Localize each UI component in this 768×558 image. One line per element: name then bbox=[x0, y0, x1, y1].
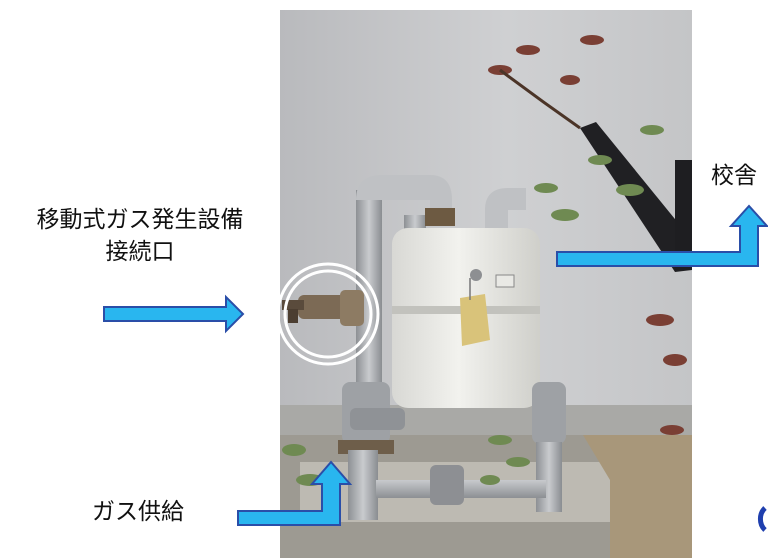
building-arrow bbox=[556, 204, 768, 267]
connection-label: 移動式ガス発生設備 接続口 bbox=[0, 204, 280, 268]
meter-display bbox=[495, 274, 515, 288]
gas-supply-label: ガス供給 bbox=[92, 499, 184, 525]
meter-tag bbox=[460, 294, 490, 346]
dark-pole bbox=[675, 160, 692, 270]
gas-meter-photo bbox=[280, 10, 692, 558]
connection-arrow bbox=[103, 294, 245, 334]
corner-mark bbox=[757, 506, 767, 532]
lower-right-fitting bbox=[532, 382, 566, 444]
gravel bbox=[580, 430, 692, 558]
tree-leaves bbox=[488, 35, 687, 435]
connection-label-line1: 移動式ガス発生設備 bbox=[36, 207, 244, 233]
gas-supply-arrow bbox=[237, 460, 353, 526]
connection-circle-marker bbox=[276, 262, 380, 366]
building-label: 校舎 bbox=[711, 163, 757, 189]
connection-label-line2: 接続口 bbox=[105, 239, 175, 265]
top-elbow bbox=[356, 175, 452, 222]
